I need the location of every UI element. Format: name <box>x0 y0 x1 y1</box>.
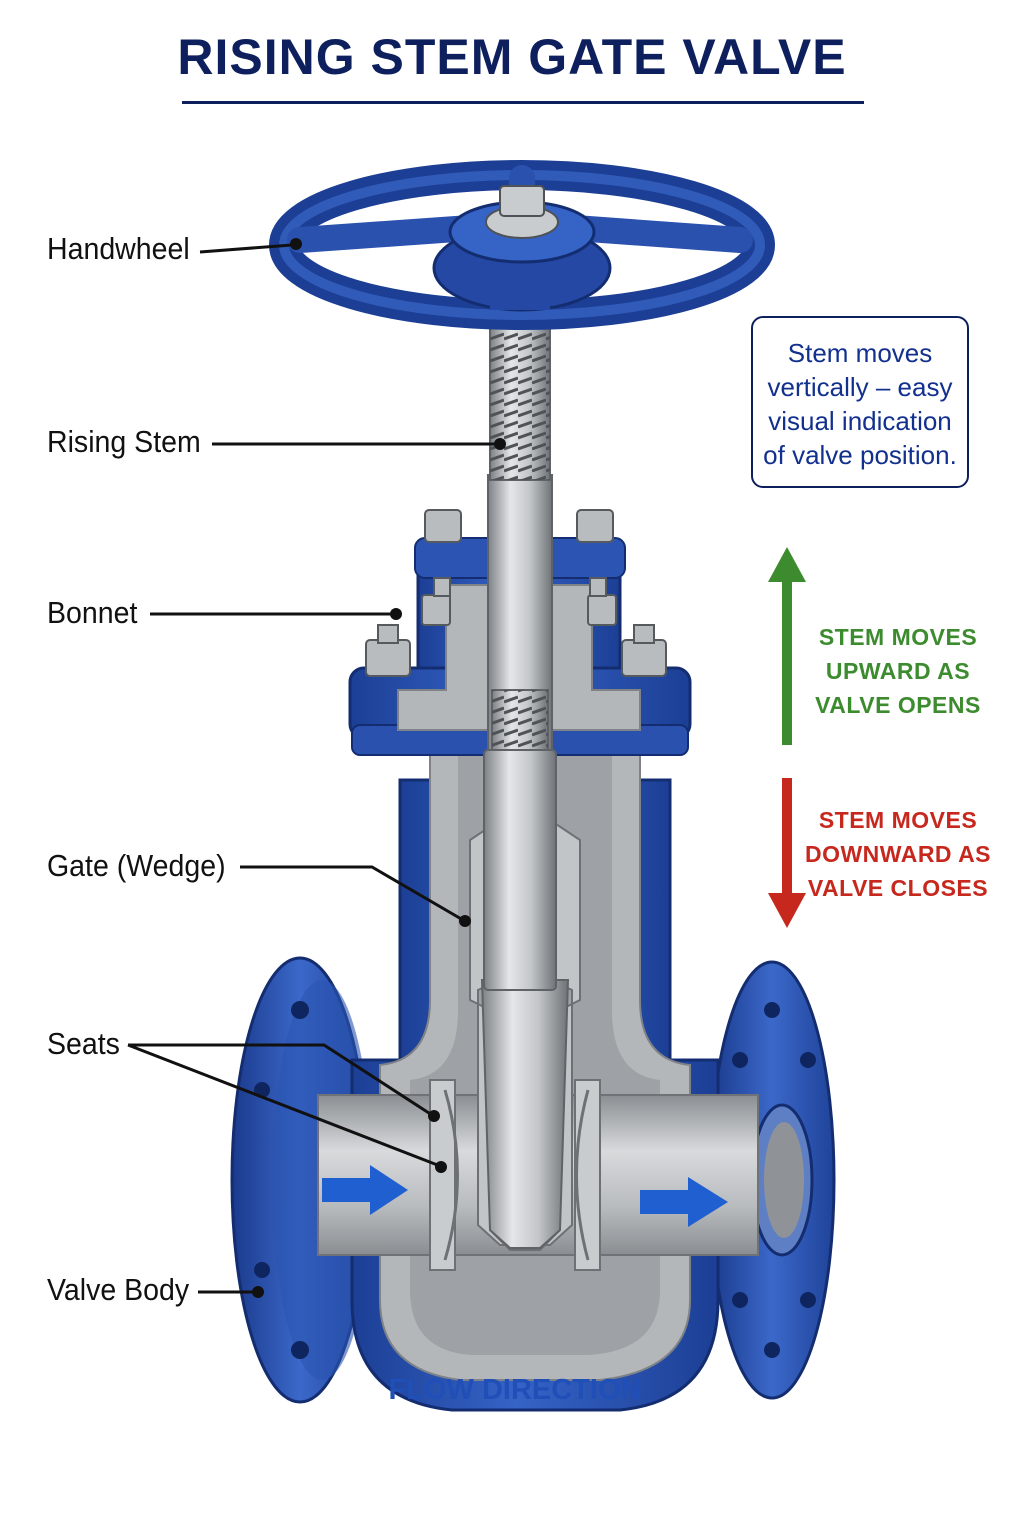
gate-wedge-label: Gate (Wedge) <box>47 848 226 884</box>
info-line: vertically – easy <box>753 370 967 404</box>
handwheel-graphic <box>284 175 760 315</box>
bonnet-label: Bonnet <box>47 595 137 631</box>
info-line: visual indication <box>753 404 967 438</box>
flow-direction-label: FLOW DIRECTION <box>380 1374 650 1407</box>
stem-info-box: Stem moves vertically – easy visual indi… <box>751 316 969 488</box>
open-note-line: UPWARD AS <box>788 654 1008 688</box>
close-note-line: VALVE CLOSES <box>788 871 1008 905</box>
info-line: Stem moves <box>753 336 967 370</box>
rising-stem <box>484 300 556 990</box>
open-note-line: VALVE OPENS <box>788 688 1008 722</box>
open-note: STEM MOVES UPWARD AS VALVE OPENS <box>788 620 1008 722</box>
seats-label: Seats <box>47 1026 120 1062</box>
info-line: of valve position. <box>753 438 967 472</box>
valve-body-label: Valve Body <box>47 1272 189 1308</box>
close-note-line: STEM MOVES <box>788 803 1008 837</box>
rising-stem-label: Rising Stem <box>47 424 201 460</box>
handwheel-label: Handwheel <box>47 231 190 267</box>
open-note-line: STEM MOVES <box>788 620 1008 654</box>
close-note-line: DOWNWARD AS <box>788 837 1008 871</box>
close-note: STEM MOVES DOWNWARD AS VALVE CLOSES <box>788 803 1008 905</box>
